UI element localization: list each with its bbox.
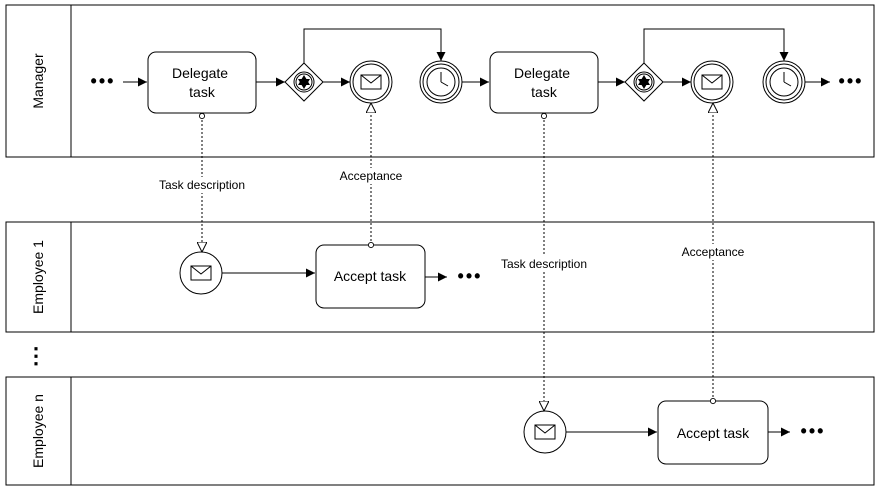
employee-n-continuation: ••• bbox=[801, 421, 826, 441]
message-label-acceptance-1: Acceptance bbox=[340, 169, 403, 183]
envelope-icon[interactable] bbox=[690, 60, 734, 104]
employee-1-continuation: ••• bbox=[458, 266, 483, 286]
task-delegate-2[interactable]: Delegate task bbox=[489, 51, 599, 114]
label-bg bbox=[330, 168, 414, 184]
task-delegate-2-line-2: task bbox=[531, 84, 558, 100]
task-delegate-1-line-1: Delegate bbox=[172, 65, 228, 81]
event-based-gateway-icon[interactable] bbox=[284, 62, 324, 102]
lane-label-employee-n: Employee n bbox=[30, 394, 46, 468]
label-bg bbox=[672, 244, 756, 260]
event-based-gateway-icon[interactable] bbox=[624, 62, 664, 102]
task-delegate-1[interactable]: Delegate task bbox=[147, 51, 257, 114]
svg-text:Delegate task: Delegate task bbox=[514, 65, 574, 100]
manager-start-continuation: ••• bbox=[91, 71, 116, 91]
label-bg bbox=[490, 256, 598, 272]
sequence-flow-gateway-to-timer-1 bbox=[303, 28, 446, 63]
message-label-task-description-1: Task description bbox=[159, 178, 245, 192]
label-bg bbox=[148, 177, 256, 193]
sequence-flow-gateway-to-timer-2 bbox=[643, 28, 789, 63]
task-accept-employee-n[interactable]: Accept task bbox=[657, 400, 769, 465]
manager-end-continuation: ••• bbox=[839, 71, 864, 91]
envelope-icon[interactable] bbox=[523, 410, 567, 454]
clock-icon[interactable] bbox=[762, 60, 806, 104]
more-pools-ellipsis: ⋮ bbox=[25, 343, 47, 368]
svg-text:Delegate task: Delegate task bbox=[172, 65, 232, 100]
task-accept-employee-1[interactable]: Accept task bbox=[315, 244, 426, 309]
lane-label-manager: Manager bbox=[30, 53, 46, 109]
message-label-acceptance-2: Acceptance bbox=[682, 245, 745, 259]
message-label-task-description-2: Task description bbox=[501, 257, 587, 271]
envelope-icon[interactable] bbox=[349, 60, 393, 104]
envelope-icon[interactable] bbox=[179, 251, 223, 295]
task-accept-employee-1-label: Accept task bbox=[334, 268, 407, 284]
clock-icon[interactable] bbox=[419, 60, 463, 104]
task-accept-employee-n-label: Accept task bbox=[677, 425, 750, 441]
task-delegate-1-line-2: task bbox=[189, 84, 216, 100]
task-delegate-2-line-1: Delegate bbox=[514, 65, 570, 81]
lane-label-employee-1: Employee 1 bbox=[30, 240, 46, 314]
